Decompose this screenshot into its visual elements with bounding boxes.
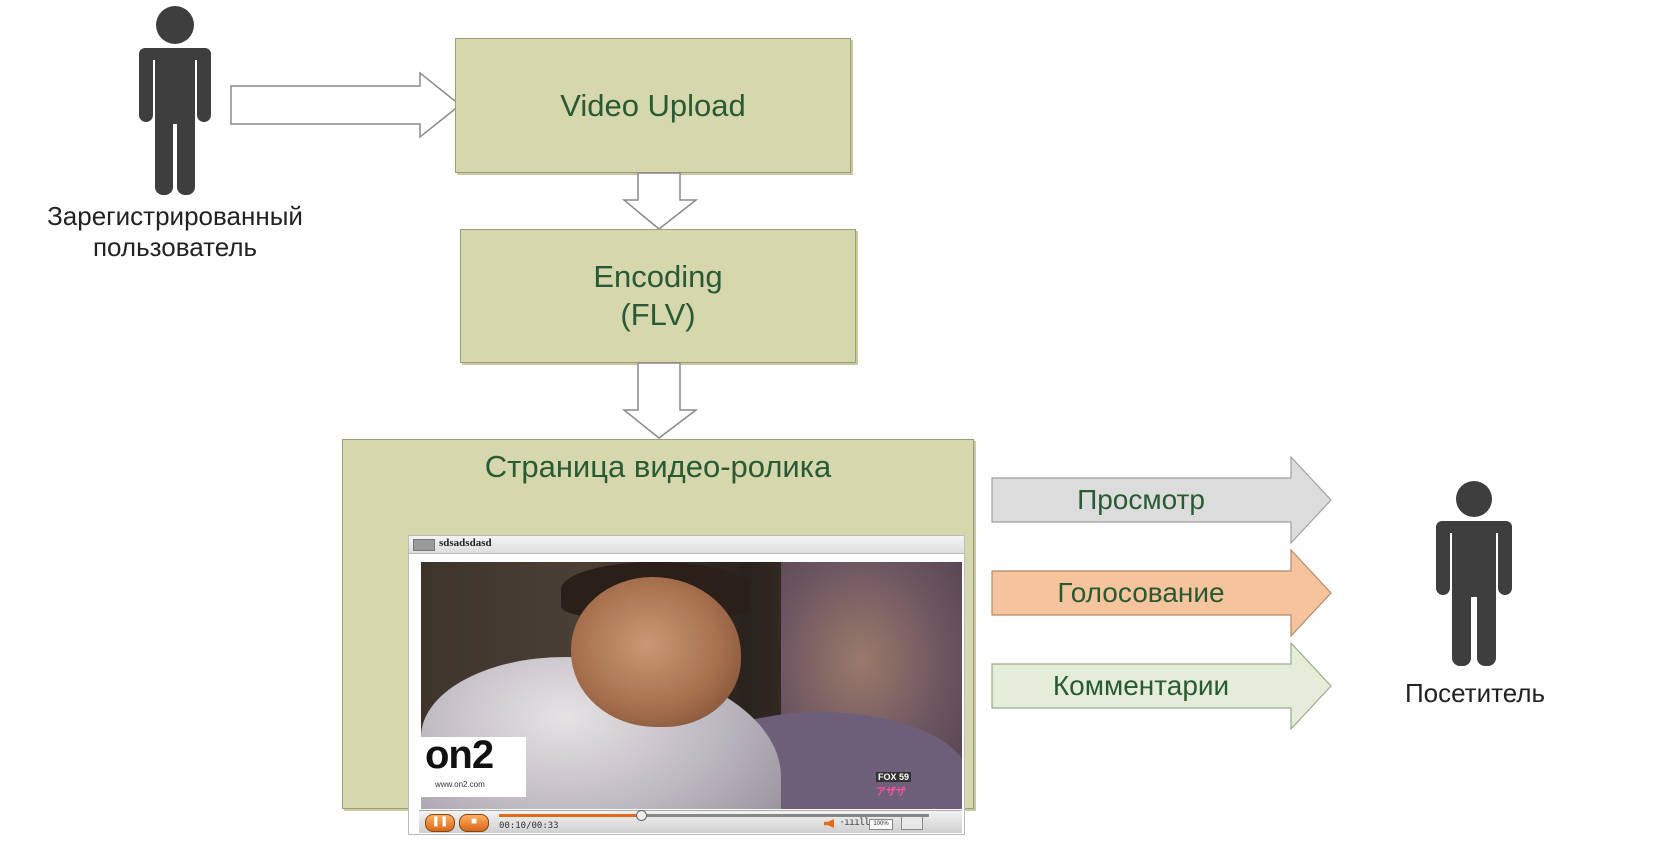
video-upload-box: Video Upload <box>455 38 851 173</box>
pause-icon: ❚❚ <box>431 816 449 827</box>
registered-user-icon <box>139 6 211 195</box>
action-arrow-vote <box>991 548 1332 638</box>
visitor-icon <box>1436 481 1512 666</box>
progress-bar[interactable] <box>499 810 929 821</box>
pause-button[interactable]: ❚❚ <box>425 814 455 832</box>
video-page-label: Страница видео-ролика <box>484 449 832 484</box>
video-upload-label: Video Upload <box>560 87 746 123</box>
visitor-label: Посетитель <box>1404 678 1546 708</box>
upload-to-encoding-arrow <box>621 172 699 230</box>
zoom-selector[interactable]: 100% <box>869 819 893 830</box>
on2-logo-text: on2 <box>425 733 494 777</box>
action-label-view: Просмотр <box>1077 484 1205 515</box>
channel-logo-top: FOX 59 <box>876 772 912 782</box>
video-frame[interactable]: on2 www.on2.com FOX 59 アザザ <box>421 562 962 809</box>
player-controls: ❚❚ ■ 00:10/00:33 ·ıııll 100% <box>419 810 962 833</box>
video-head <box>571 577 741 727</box>
fullscreen-icon[interactable] <box>901 816 923 830</box>
stop-icon: ■ <box>470 816 478 827</box>
channel-logo-bottom: アザザ <box>876 787 906 798</box>
on2-logo-url: www.on2.com <box>435 780 485 789</box>
volume-icon[interactable] <box>824 819 834 828</box>
volume-level-icon[interactable]: ·ıııll <box>839 817 870 828</box>
action-label-comments: Комментарии <box>1052 670 1230 701</box>
encoding-to-page-arrow <box>621 362 699 439</box>
encoding-box: Encoding (FLV) <box>460 229 856 363</box>
registered-user-label: Зарегистрированный пользователь <box>47 201 303 262</box>
progress-fill <box>499 814 641 817</box>
progress-knob[interactable] <box>635 810 647 821</box>
channel-logo: FOX 59 アザザ <box>876 772 921 798</box>
action-arrow-view <box>991 455 1332 545</box>
player-title: sdsadsdasd <box>439 537 492 549</box>
time-readout: 00:10/00:33 <box>499 821 559 831</box>
user-to-upload-arrow <box>230 71 462 139</box>
player-title-bar: sdsadsdasd <box>409 536 964 554</box>
video-player: sdsadsdasd on2 www.on2.com FOX 59 アザザ ❚❚… <box>408 535 965 835</box>
action-arrow-comments <box>991 641 1332 731</box>
action-label-vote: Голосование <box>1057 577 1225 608</box>
window-icon <box>413 539 435 551</box>
encoding-label: Encoding (FLV) <box>593 259 723 332</box>
on2-logo: on2 www.on2.com <box>421 733 526 797</box>
stop-button[interactable]: ■ <box>459 814 489 832</box>
